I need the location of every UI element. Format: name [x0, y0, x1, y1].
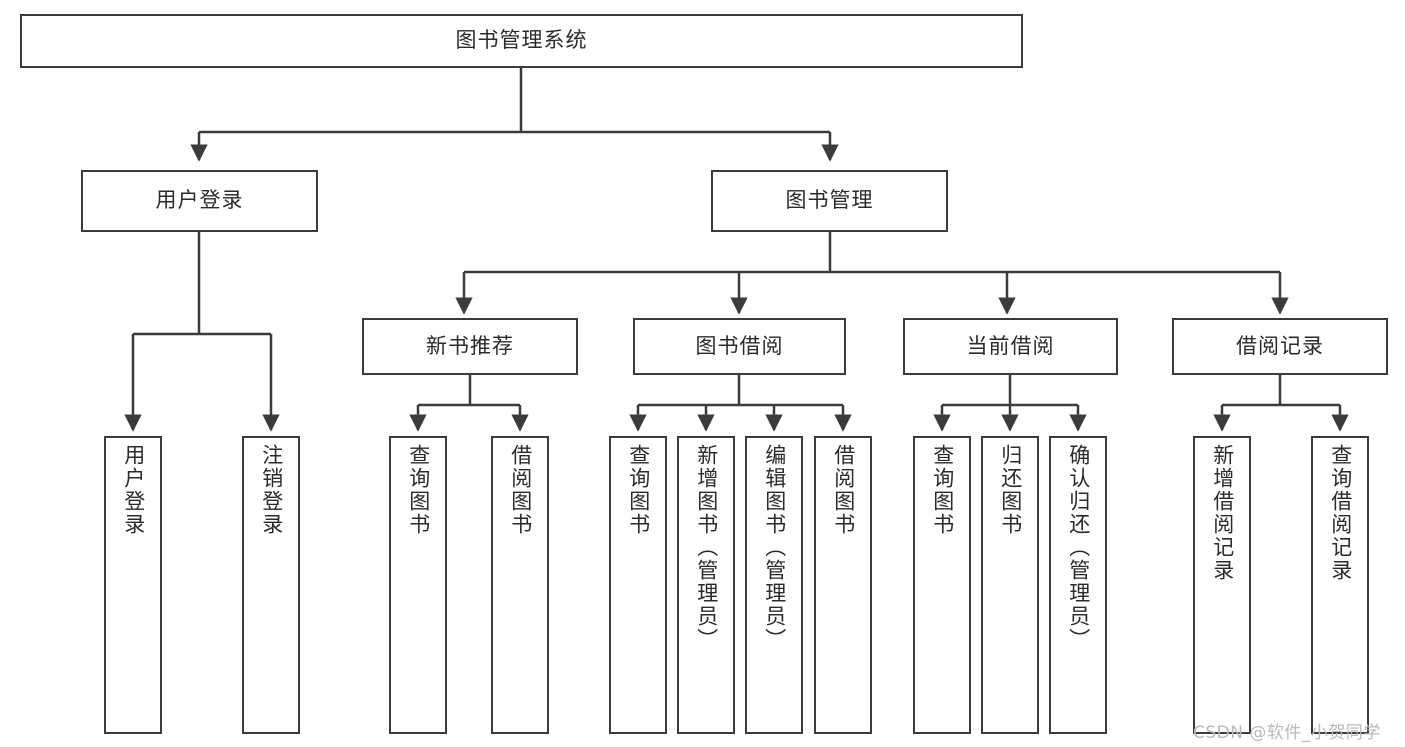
node-user-login[interactable]: 用户登录 [81, 170, 318, 232]
node-book-manage-label: 图书管理 [785, 188, 874, 213]
node-leaf-return-book[interactable]: 归还图书 [981, 436, 1039, 734]
node-leaf-user-logout-label: 注销登录 [259, 444, 284, 536]
node-leaf-add-record-label: 新增借阅记录 [1210, 444, 1235, 582]
node-book-borrow[interactable]: 图书借阅 [633, 318, 846, 375]
node-leaf-query-record[interactable]: 查询借阅记录 [1311, 436, 1369, 734]
node-current-borrow-label: 当前借阅 [966, 333, 1055, 358]
node-leaf-borrow-book-2-label: 借阅图书 [831, 444, 856, 536]
node-new-book-recommend[interactable]: 新书推荐 [362, 318, 578, 375]
node-leaf-query-book-1-label: 查询图书 [406, 444, 431, 536]
node-leaf-query-book-2-label: 查询图书 [626, 444, 651, 536]
csdn-watermark: CSDN @软件_小贺同学 [1193, 723, 1381, 743]
node-borrow-record[interactable]: 借阅记录 [1172, 318, 1388, 375]
node-leaf-add-record[interactable]: 新增借阅记录 [1193, 436, 1251, 734]
node-leaf-confirm-return[interactable]: 确认归还（管理员） [1049, 436, 1107, 734]
node-leaf-add-book[interactable]: 新增图书（管理员） [677, 436, 735, 734]
node-root-label: 图书管理系统 [455, 28, 588, 53]
node-leaf-confirm-return-label: 确认归还（管理员） [1066, 444, 1091, 651]
node-new-book-recommend-label: 新书推荐 [426, 333, 514, 358]
node-leaf-query-book-3[interactable]: 查询图书 [913, 436, 971, 734]
node-leaf-query-book-2[interactable]: 查询图书 [609, 436, 667, 734]
node-leaf-query-book-1[interactable]: 查询图书 [389, 436, 447, 734]
node-leaf-user-login[interactable]: 用户登录 [104, 436, 162, 734]
node-root[interactable]: 图书管理系统 [20, 14, 1023, 68]
node-current-borrow[interactable]: 当前借阅 [903, 318, 1118, 375]
node-leaf-return-book-label: 归还图书 [998, 444, 1023, 536]
node-leaf-edit-book[interactable]: 编辑图书（管理员） [745, 436, 803, 734]
node-leaf-borrow-book-1-label: 借阅图书 [508, 444, 533, 536]
node-leaf-user-logout[interactable]: 注销登录 [242, 436, 300, 734]
node-leaf-borrow-book-2[interactable]: 借阅图书 [814, 436, 872, 734]
node-leaf-borrow-book-1[interactable]: 借阅图书 [491, 436, 549, 734]
node-leaf-user-login-label: 用户登录 [121, 444, 146, 536]
node-leaf-edit-book-label: 编辑图书（管理员） [762, 444, 787, 651]
node-book-manage[interactable]: 图书管理 [711, 170, 948, 232]
node-leaf-query-book-3-label: 查询图书 [930, 444, 955, 536]
node-leaf-add-book-label: 新增图书（管理员） [694, 444, 719, 651]
node-book-borrow-label: 图书借阅 [695, 333, 784, 358]
node-leaf-query-record-label: 查询借阅记录 [1328, 444, 1353, 582]
node-borrow-record-label: 借阅记录 [1236, 333, 1324, 358]
node-user-login-label: 用户登录 [155, 188, 244, 213]
